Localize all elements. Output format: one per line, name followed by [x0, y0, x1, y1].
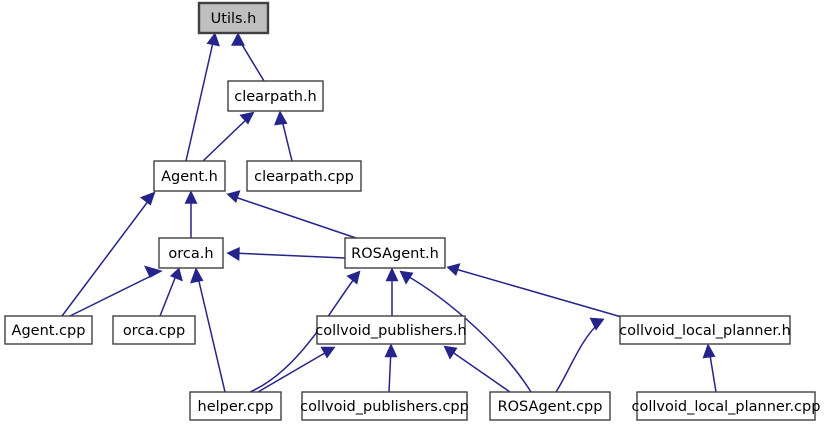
node-label: collvoid_local_planner.cpp	[632, 399, 821, 415]
edge-line	[61, 195, 153, 317]
node-label: collvoid_local_planner.h	[619, 323, 791, 339]
edges-layer	[61, 32, 717, 393]
edge-rosagent_cpp-to-rosagent_h	[399, 270, 532, 393]
node-box[interactable]	[153, 160, 226, 192]
node-label: clearpath.cpp	[254, 169, 354, 185]
edge-line	[202, 115, 251, 162]
edge-collvoid_publishers_cpp-to-collvoid_publishers_h	[384, 343, 398, 393]
node-box[interactable]	[189, 391, 282, 421]
edge-line	[231, 252, 346, 259]
node-box[interactable]	[246, 160, 362, 192]
node-clearpath_cpp[interactable]: clearpath.cpp	[246, 160, 362, 192]
node-agent_cpp[interactable]: Agent.cpp	[4, 315, 93, 345]
node-box[interactable]	[344, 237, 446, 269]
arrowhead-icon	[239, 111, 255, 125]
node-label: ROSAgent.h	[351, 246, 439, 262]
node-box[interactable]	[4, 315, 93, 345]
edge-clearpath_cpp-to-clearpath_h	[274, 110, 293, 162]
arrowhead-icon	[385, 267, 399, 282]
edge-collvoid_local_planner_h-to-rosagent_h	[446, 263, 626, 319]
arrowhead-icon	[231, 32, 245, 46]
node-box[interactable]	[227, 80, 324, 112]
node-box[interactable]	[158, 237, 224, 269]
edge-line	[249, 274, 358, 393]
edge-orca_cpp-to-orca_h	[159, 267, 183, 317]
node-label: clearpath.h	[234, 89, 317, 105]
arrowhead-icon	[446, 263, 461, 277]
arrowhead-icon	[274, 110, 288, 126]
arrowhead-icon	[226, 247, 240, 262]
node-label: orca.h	[168, 246, 213, 262]
node-label: Agent.cpp	[12, 323, 86, 339]
edge-rosagent_cpp-to-collvoid_publishers_h	[443, 345, 511, 393]
node-box[interactable]	[619, 315, 791, 345]
node-label: orca.cpp	[123, 323, 185, 339]
edge-line	[231, 195, 357, 239]
node-clearpath_h[interactable]: clearpath.h	[227, 80, 324, 112]
node-collvoid_publishers_cpp[interactable]: collvoid_publishers.cpp	[300, 391, 469, 421]
edge-line	[447, 348, 511, 393]
edge-line	[403, 273, 532, 393]
edge-agent_h-to-utils_h	[185, 32, 220, 162]
node-label: Utils.h	[211, 11, 257, 27]
arrowhead-icon	[589, 317, 605, 331]
edge-line	[185, 37, 215, 162]
node-collvoid_local_planner_h[interactable]: collvoid_local_planner.h	[619, 315, 791, 345]
node-collvoid_publishers_h[interactable]: collvoid_publishers.h	[315, 315, 467, 345]
arrowhead-icon	[384, 343, 398, 358]
node-box[interactable]	[489, 391, 611, 421]
edge-helper_cpp-to-orca_h	[190, 267, 226, 393]
node-label: Agent.h	[161, 169, 218, 185]
arrowhead-icon	[443, 345, 458, 360]
node-utils_h[interactable]: Utils.h	[197, 1, 270, 35]
edge-line	[159, 272, 178, 317]
node-label: collvoid_publishers.h	[315, 323, 466, 339]
node-orca_h[interactable]: orca.h	[158, 237, 224, 269]
arrowhead-icon	[169, 267, 183, 282]
node-box[interactable]	[301, 391, 468, 421]
edge-line	[196, 272, 226, 393]
edge-clearpath_h-to-utils_h	[231, 32, 265, 82]
node-helper_cpp[interactable]: helper.cpp	[189, 391, 282, 421]
edge-agent_h-to-clearpath_h	[202, 111, 255, 162]
arrowhead-icon	[184, 190, 198, 204]
arrowhead-icon	[143, 265, 163, 278]
arrowhead-icon	[139, 191, 156, 206]
edge-helper_cpp-to-rosagent_h	[249, 270, 361, 393]
node-orca_cpp[interactable]: orca.cpp	[112, 315, 196, 345]
arrowhead-icon	[346, 270, 361, 285]
node-label: helper.cpp	[198, 399, 274, 415]
node-rosagent_cpp[interactable]: ROSAgent.cpp	[489, 391, 611, 421]
edge-rosagent_cpp-to-collvoid_local_planner_h	[555, 317, 605, 393]
node-collvoid_local_planner_cpp[interactable]: collvoid_local_planner.cpp	[632, 391, 821, 421]
edge-helper_cpp-to-collvoid_publishers_h	[257, 346, 336, 393]
arrowhead-icon	[190, 267, 204, 284]
node-box[interactable]	[636, 391, 816, 421]
node-rosagent_h[interactable]: ROSAgent.h	[344, 237, 446, 269]
edge-rosagent_h-to-orca_h	[226, 247, 346, 262]
node-box[interactable]	[316, 315, 466, 345]
arrowhead-icon	[320, 346, 336, 359]
edge-line	[257, 349, 331, 393]
node-agent_h[interactable]: Agent.h	[153, 160, 226, 192]
node-box[interactable]	[112, 315, 196, 345]
arrowhead-icon	[702, 343, 716, 359]
edge-line	[555, 321, 601, 393]
edge-agent_cpp-to-agent_h	[61, 191, 156, 317]
node-box[interactable]	[197, 1, 270, 35]
node-label: ROSAgent.cpp	[498, 399, 603, 415]
node-label: collvoid_publishers.cpp	[300, 399, 469, 415]
arrowhead-icon	[226, 190, 241, 204]
edge-orca_h-to-agent_h	[184, 190, 198, 238]
edge-agent_cpp-to-orca_h	[69, 265, 163, 317]
edge-collvoid_local_planner_cpp-to-collvoid_local_planner_h	[702, 343, 717, 393]
edge-rosagent_h-to-agent_h	[226, 190, 357, 239]
arrowhead-icon	[206, 32, 220, 47]
arrowhead-icon	[399, 270, 414, 285]
edge-collvoid_publishers_h-to-rosagent_h	[385, 267, 399, 316]
edge-line	[451, 267, 626, 319]
edge-line	[69, 272, 158, 317]
